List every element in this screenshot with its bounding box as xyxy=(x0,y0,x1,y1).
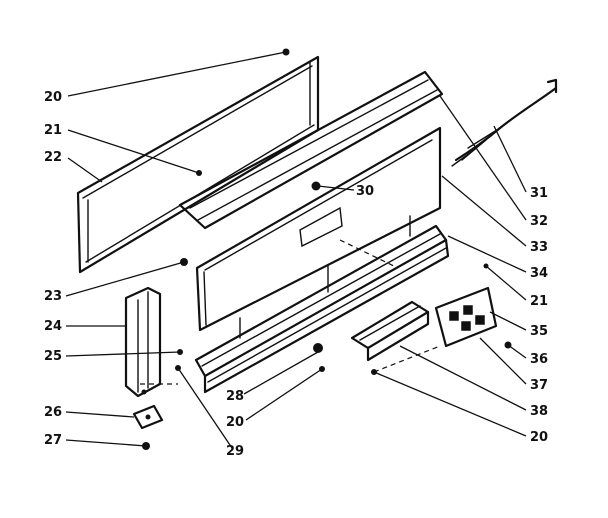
callout-20-bottom: 20 xyxy=(530,430,548,445)
callout-20-middle: 20 xyxy=(226,415,244,430)
callout-34: 34 xyxy=(530,266,548,281)
hardware-screws xyxy=(141,48,512,450)
end-cap-part-24 xyxy=(124,286,162,398)
bracket-part-38 xyxy=(350,300,430,362)
callout-35: 35 xyxy=(530,324,548,339)
callout-26: 26 xyxy=(44,405,62,420)
callout-31: 31 xyxy=(530,186,548,201)
alignment-line-b xyxy=(339,239,399,269)
callout-22: 22 xyxy=(44,150,62,165)
leader-lines xyxy=(65,51,527,449)
callout-27: 27 xyxy=(44,433,62,448)
callout-32: 32 xyxy=(530,214,548,229)
callout-29: 29 xyxy=(226,444,244,459)
callout-33: 33 xyxy=(530,240,548,255)
callout-28: 28 xyxy=(226,389,244,404)
callout-37: 37 xyxy=(530,378,548,393)
wire-harness-part-31 xyxy=(451,78,558,167)
callout-25: 25 xyxy=(44,349,62,364)
rear-panel-part-22 xyxy=(76,55,320,274)
top-trim-part-32 xyxy=(178,70,444,230)
callout-24: 24 xyxy=(44,319,62,334)
callout-labels: 20 21 22 23 24 25 26 27 28 20 29 30 31 3… xyxy=(44,90,548,459)
callout-23: 23 xyxy=(44,289,62,304)
mounting-plate-part-26 xyxy=(132,404,164,430)
front-panel-part-33 xyxy=(195,126,442,339)
callout-21-left: 21 xyxy=(44,123,62,138)
callout-38: 38 xyxy=(530,404,548,419)
lower-rail-part-34 xyxy=(194,224,450,394)
callout-36: 36 xyxy=(530,352,548,367)
callout-30: 30 xyxy=(356,184,374,199)
callout-20-top: 20 xyxy=(44,90,62,105)
alignment-line-c xyxy=(373,345,441,373)
callout-21-right: 21 xyxy=(530,294,548,309)
switch-block-part-35 xyxy=(434,286,498,348)
